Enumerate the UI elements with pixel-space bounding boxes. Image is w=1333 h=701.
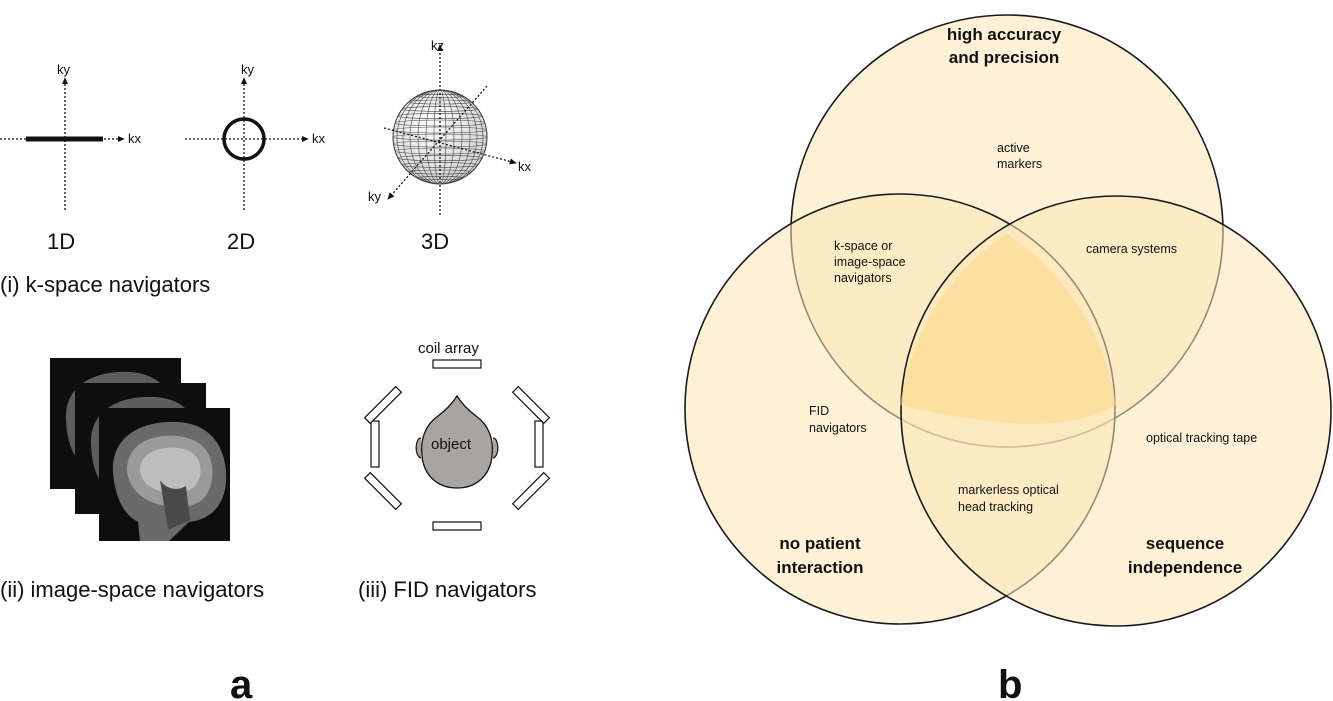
dim-label-1d: 1D <box>47 229 75 254</box>
kx-axis-label: kx <box>312 131 326 146</box>
center-overlap <box>900 234 1116 424</box>
coil-element <box>432 521 482 531</box>
region-kspace-line3: navigators <box>834 271 892 285</box>
set-label-sequence-line2: independence <box>1128 558 1242 577</box>
coil-element <box>432 359 482 369</box>
set-label-sequence-line1: sequence <box>1146 534 1224 553</box>
object-label: object <box>431 436 472 453</box>
fid-navigators-group: coil array object (iii) FID navigators <box>358 340 551 602</box>
region-markerless-line2: head tracking <box>958 500 1033 514</box>
coil-element <box>534 420 544 468</box>
kspace-navigators-group: ky kx 1D ky kx 2D <box>0 38 532 297</box>
ky-axis-label: ky <box>368 189 382 204</box>
image-space-caption: (ii) image-space navigators <box>0 577 264 602</box>
ky-axis-label: ky <box>57 62 71 77</box>
set-label-accuracy-line1: high accuracy <box>947 25 1062 44</box>
region-markerless-line1: markerless optical <box>958 483 1059 497</box>
dim-label-3d: 3D <box>421 229 449 254</box>
region-fid-line2: navigators <box>809 421 867 435</box>
kz-axis-label: kz <box>431 38 444 53</box>
dim-label-2d: 2D <box>227 229 255 254</box>
set-label-interaction-line1: no patient <box>779 534 861 553</box>
set-label-accuracy-line2: and precision <box>949 48 1060 67</box>
ky-axis-label: ky <box>241 62 255 77</box>
panel-label-b: b <box>998 663 1022 701</box>
venn-diagram: high accuracy and precision no patient i… <box>684 14 1332 627</box>
kx-axis-label: kx <box>128 131 142 146</box>
coil-array-label: coil array <box>418 340 479 357</box>
coil-element <box>363 385 403 425</box>
kx-axis-label: kx <box>518 159 532 174</box>
mri-slice-front <box>99 408 230 541</box>
fid-caption: (iii) FID navigators <box>358 577 536 602</box>
kspace-caption: (i) k-space navigators <box>0 272 210 297</box>
kspace-3d-diagram: kz kx ky 3D <box>368 38 532 254</box>
set-label-interaction-line2: interaction <box>777 558 864 577</box>
coil-element <box>363 471 403 511</box>
coil-element <box>511 471 551 511</box>
coil-element <box>370 420 380 468</box>
kspace-2d-diagram: ky kx 2D <box>185 62 326 254</box>
coil-array <box>363 359 551 531</box>
kspace-1d-diagram: ky kx 1D <box>0 62 142 254</box>
region-active-markers-line1: active <box>997 141 1030 155</box>
region-camera-systems: camera systems <box>1086 242 1177 256</box>
image-space-navigators-group: (ii) image-space navigators <box>0 358 264 602</box>
region-fid-line1: FID <box>809 404 829 418</box>
object-head-shape <box>415 394 499 489</box>
region-kspace-line1: k-space or <box>834 239 892 253</box>
panel-label-a: a <box>230 663 253 701</box>
region-active-markers-line2: markers <box>997 157 1042 171</box>
region-kspace-line2: image-space <box>834 255 906 269</box>
region-optical-tape: optical tracking tape <box>1146 431 1257 445</box>
coil-element <box>511 385 551 425</box>
